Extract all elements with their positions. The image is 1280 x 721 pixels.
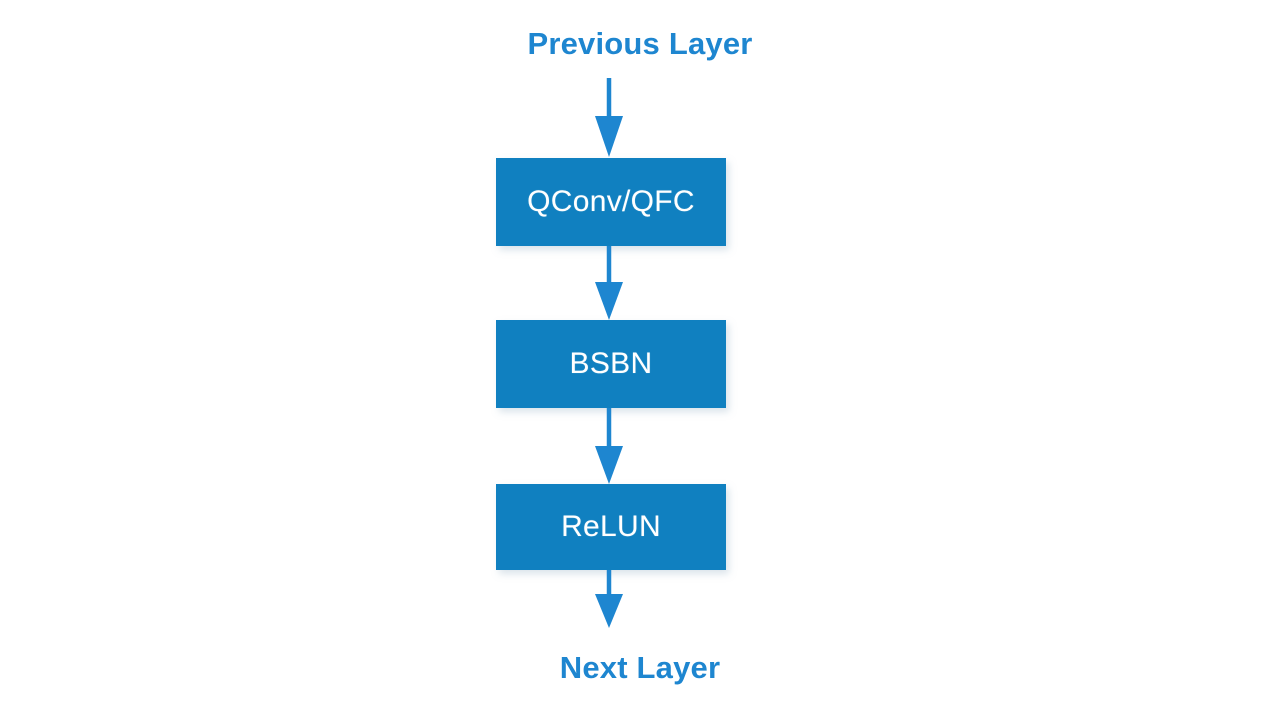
previous-layer-label: Previous Layer xyxy=(527,26,753,61)
arrow-qconv-to-bsbn xyxy=(0,246,1280,322)
block-relun-label: ReLUN xyxy=(561,510,661,543)
block-qconv-qfc[interactable]: QConv/QFC xyxy=(496,158,726,246)
arrow-relun-to-next-layer xyxy=(0,570,1280,630)
arrow-previous-layer-to-qconv xyxy=(0,76,1280,160)
block-relun[interactable]: ReLUN xyxy=(496,484,726,570)
block-qconv-qfc-label: QConv/QFC xyxy=(527,185,695,218)
arrow-bsbn-to-relun xyxy=(0,408,1280,486)
next-layer-label: Next Layer xyxy=(559,650,721,685)
block-bsbn-label: BSBN xyxy=(569,347,653,380)
block-bsbn[interactable]: BSBN xyxy=(496,320,726,408)
